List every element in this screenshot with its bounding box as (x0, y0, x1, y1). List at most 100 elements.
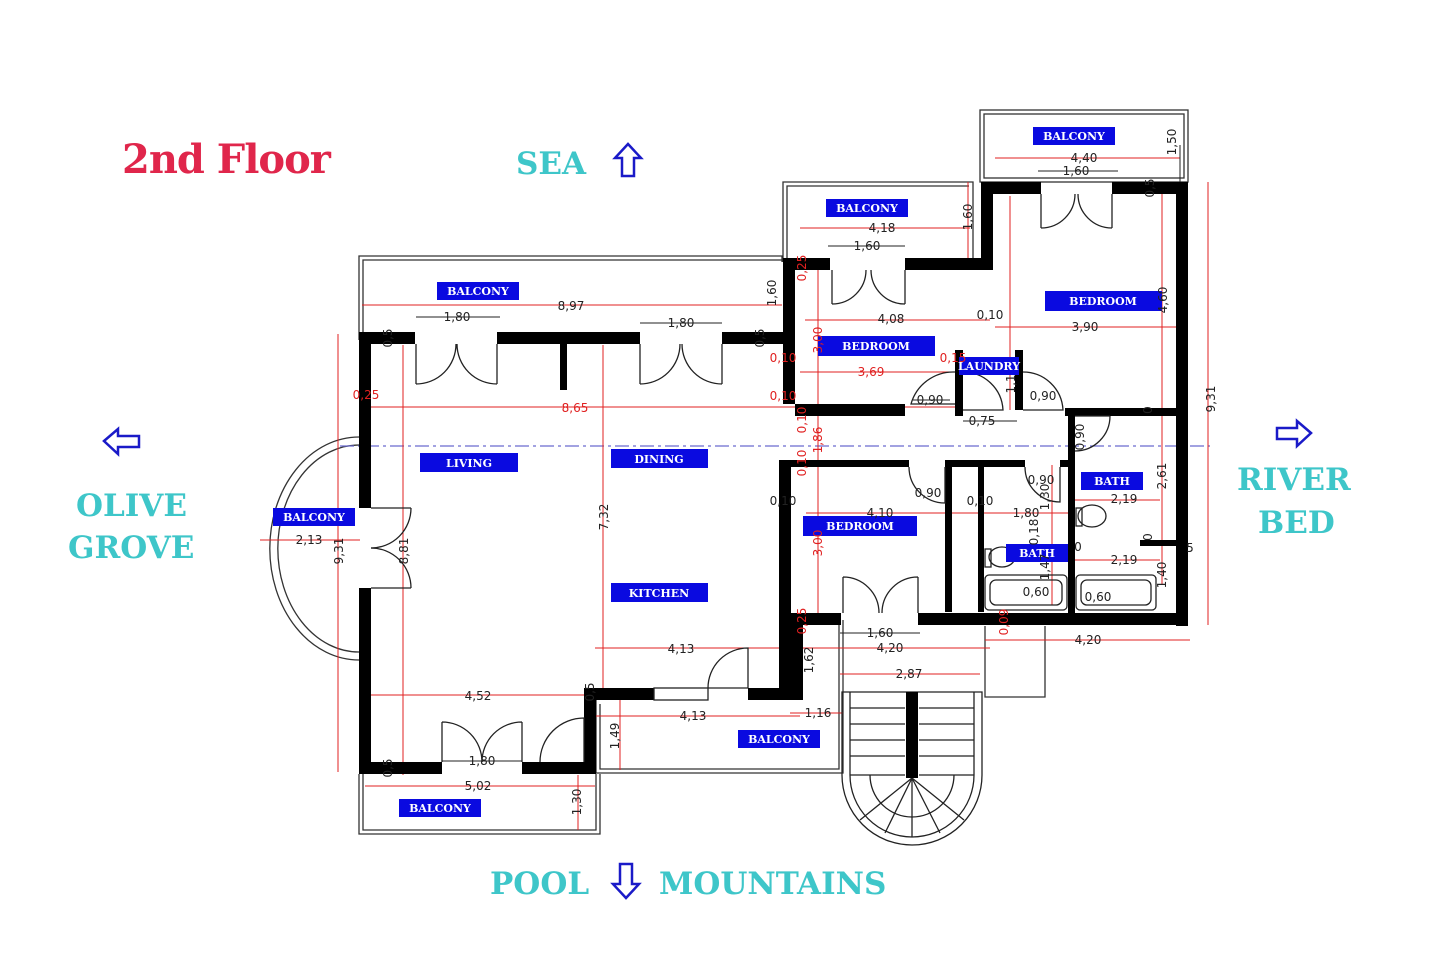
dim-label: 0,90 (1073, 424, 1087, 451)
dim-label: 1,62 (802, 647, 816, 674)
room-label-bedroom-ne: BEDROOM (1069, 295, 1137, 308)
balcony-outlines (269, 109, 1189, 835)
dim-label: 2,19 (1111, 492, 1138, 506)
dim-label: 0 (1141, 533, 1155, 541)
dim-label: 1,60 (854, 239, 881, 253)
dim-label: 5,02 (465, 779, 492, 793)
dim-label: 3,90 (1072, 320, 1099, 334)
dim-label: 0,90 (1030, 389, 1057, 403)
dim-label: 0,60 (1023, 585, 1050, 599)
room-label-balcony-sw: BALCONY (409, 802, 471, 815)
direction-north-label: SEA (516, 146, 587, 182)
room-labels: BALCONY BALCONY BALCONY BALCONY BALCONY … (273, 127, 1162, 817)
doors (370, 193, 1113, 763)
dim-label: 2,61 (1155, 463, 1169, 490)
stair-core (906, 692, 918, 778)
dim-label: 4,60 (1156, 287, 1170, 314)
dim-label: 0,75 (969, 414, 996, 428)
dim-label: 1,80 (444, 310, 471, 324)
room-label-kitchen: KITCHEN (629, 587, 689, 600)
spiral-staircase (841, 691, 983, 846)
dim-label: 8,81 (397, 538, 411, 565)
room-label-laundry: LAUNDRY (958, 360, 1020, 373)
dimension-labels-red: 8,65 3,69 0,25 0,25 0,25 0,10 0,10 0,10 … (353, 255, 1011, 636)
dim-label: 7,32 (597, 504, 611, 531)
dim-label: 1,47 (1038, 554, 1052, 581)
dim-label: 1,60 (765, 280, 779, 307)
room-label-balcony-nw: BALCONY (447, 285, 509, 298)
direction-east-label-line2: BED (1258, 505, 1335, 541)
dim-label: 4,10 (867, 506, 894, 520)
dim-label-red: 0,25 (353, 388, 380, 402)
bath-fixtures (984, 504, 1157, 611)
dim-label: 1,50 (1165, 129, 1179, 156)
dim-label: 4,13 (680, 709, 707, 723)
dim-label: 4,20 (877, 641, 904, 655)
dim-label: 0,60 (1085, 590, 1112, 604)
dim-label: 0,5 (753, 328, 767, 347)
dim-label: 1,80 (668, 316, 695, 330)
direction-west-label-line2: GROVE (68, 530, 195, 566)
room-label-balcony-ne: BALCONY (1043, 130, 1105, 143)
dim-label-red: 1,86 (811, 427, 825, 454)
dim-label-red: 0,25 (795, 608, 809, 635)
dim-label: 4,13 (668, 642, 695, 656)
walls (359, 182, 1188, 774)
dim-label: 0,5 (381, 758, 395, 777)
dim-label: 4,18 (869, 221, 896, 235)
floor-title: 2nd Floor (122, 136, 331, 183)
dim-label: 1,30 (570, 789, 584, 816)
room-label-bath-e: BATH (1094, 475, 1130, 488)
direction-west-label-line1: OLIVE (76, 488, 187, 524)
dim-label: 1,40 (1155, 562, 1169, 589)
room-label-living: LIVING (446, 457, 492, 470)
dimension-lines (260, 157, 1209, 830)
dim-label-red: 0,09 (997, 609, 1011, 636)
direction-south-label-left: POOL (490, 866, 590, 902)
dim-label-red: 3,00 (811, 327, 825, 354)
dim-label: 1,60 (867, 626, 894, 640)
room-label-balcony-w: BALCONY (283, 511, 345, 524)
dimension-lines-dark (416, 145, 1181, 762)
dim-label: 1,1 (1004, 374, 1018, 393)
room-label-bedroom-s: BEDROOM (826, 520, 894, 533)
direction-south-label-right: MOUNTAINS (659, 866, 887, 902)
dim-label-red: 3,00 (811, 530, 825, 557)
dim-label: 0 (1074, 540, 1082, 554)
dim-label: 4,52 (465, 689, 492, 703)
dim-label: 4,40 (1071, 151, 1098, 165)
dim-label: 1,60 (1063, 164, 1090, 178)
room-label-dining: DINING (634, 453, 683, 466)
dim-label: 2,87 (896, 667, 923, 681)
arrow-left-icon (102, 426, 141, 457)
dim-label: 2,19 (1111, 553, 1138, 567)
direction-east-label-line1: RIVER (1237, 462, 1351, 498)
arrow-down-icon (610, 862, 642, 900)
dim-label: 0,90 (915, 486, 942, 500)
dim-label: 0,5 (381, 328, 395, 347)
dim-label: 0,10 (977, 308, 1004, 322)
dim-label: 0,90 (917, 393, 944, 407)
room-label-bedroom-n: BEDROOM (842, 340, 910, 353)
arrow-up-icon (612, 142, 644, 178)
dim-label: 0,18 (1027, 519, 1041, 546)
dim-label: 1,60 (961, 204, 975, 231)
arrow-right-icon (1275, 418, 1313, 449)
dim-label-red: 0,10 (770, 351, 797, 365)
dim-label: 1,16 (805, 706, 832, 720)
dim-label: 9,31 (1204, 386, 1218, 413)
dim-label: 9,31 (332, 538, 346, 565)
dim-label: 2,13 (296, 533, 323, 547)
dim-label-red: 0,15 (940, 351, 967, 365)
dim-label: 8,97 (558, 299, 585, 313)
dim-label-red: 3,69 (858, 365, 885, 379)
dim-label: 0,10 (770, 494, 797, 508)
dim-label-red: 0,25 (795, 255, 809, 282)
room-label-balcony-s: BALCONY (748, 733, 810, 746)
dim-label-red: 0,10 (795, 407, 809, 434)
dim-label-red: 0,10 (770, 389, 797, 403)
dim-label: 1,80 (1013, 506, 1040, 520)
dim-label: 0,5 (1143, 178, 1157, 197)
